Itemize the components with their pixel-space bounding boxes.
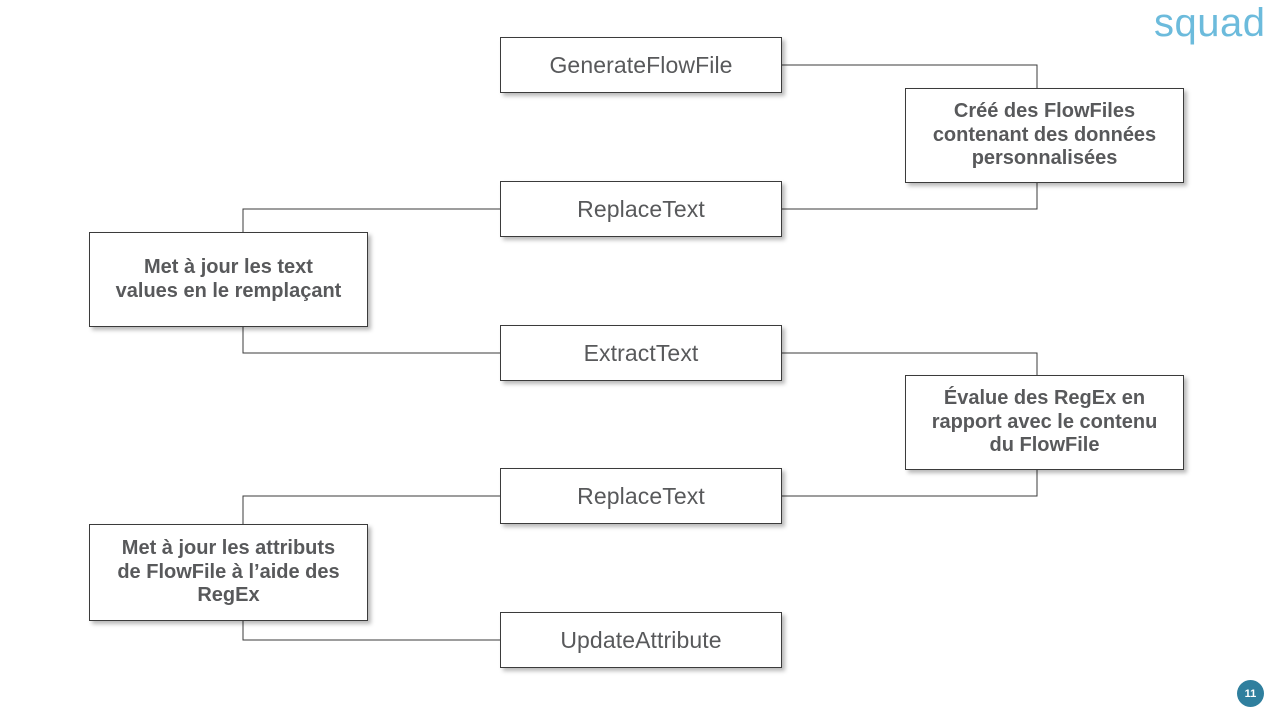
description-line: RegEx <box>197 584 260 607</box>
processor-label: UpdateAttribute <box>560 626 722 653</box>
processor-box-replacetext-2[interactable]: ReplaceText <box>500 468 782 524</box>
description-line: values en le remplaçant <box>115 279 342 302</box>
processor-box-updateattribute[interactable]: UpdateAttribute <box>500 612 782 668</box>
description-text: Met à jour les text values en le remplaç… <box>116 256 342 303</box>
processor-label: ReplaceText <box>577 482 705 509</box>
description-line: du FlowFile <box>989 434 1100 457</box>
description-text: Créé des FlowFiles contenant des données… <box>933 100 1156 171</box>
processor-label: ExtractText <box>583 339 699 366</box>
squad-logo: squad <box>1154 1 1272 50</box>
description-box-replacetext: Met à jour les text values en le remplaç… <box>89 232 368 327</box>
processor-box-replacetext-1[interactable]: ReplaceText <box>500 181 782 237</box>
processor-box-extracttext[interactable]: ExtractText <box>500 325 782 381</box>
description-box-extracttext: Évalue des RegEx en rapport avec le cont… <box>905 375 1184 470</box>
description-text: Met à jour les attributs de FlowFile à l… <box>117 537 339 608</box>
description-line: Créé des FlowFiles <box>953 100 1136 123</box>
description-line: Met à jour les text <box>144 255 313 278</box>
page-number-label: 11 <box>1244 687 1257 700</box>
description-line: Évalue des RegEx en <box>943 387 1146 410</box>
description-line: personnalisées <box>971 147 1118 170</box>
description-line: contenant des données <box>932 123 1157 146</box>
processor-label: ReplaceText <box>577 195 705 222</box>
description-box-updateattribute: Met à jour les attributs de FlowFile à l… <box>89 524 368 621</box>
description-text: Évalue des RegEx en rapport avec le cont… <box>932 387 1158 458</box>
squad-logo-icon: squad <box>1154 1 1265 45</box>
svg-text:squad: squad <box>1154 2 1265 45</box>
processor-box-generateflowfile[interactable]: GenerateFlowFile <box>500 37 782 93</box>
description-line: Met à jour les attributs <box>121 537 336 560</box>
description-line: de FlowFile à l’aide des <box>117 560 340 583</box>
description-line: rapport avec le contenu <box>931 410 1158 433</box>
description-box-generateflowfile: Créé des FlowFiles contenant des données… <box>905 88 1184 183</box>
processor-label: GenerateFlowFile <box>549 51 733 78</box>
page-number-badge: 11 <box>1237 680 1264 707</box>
